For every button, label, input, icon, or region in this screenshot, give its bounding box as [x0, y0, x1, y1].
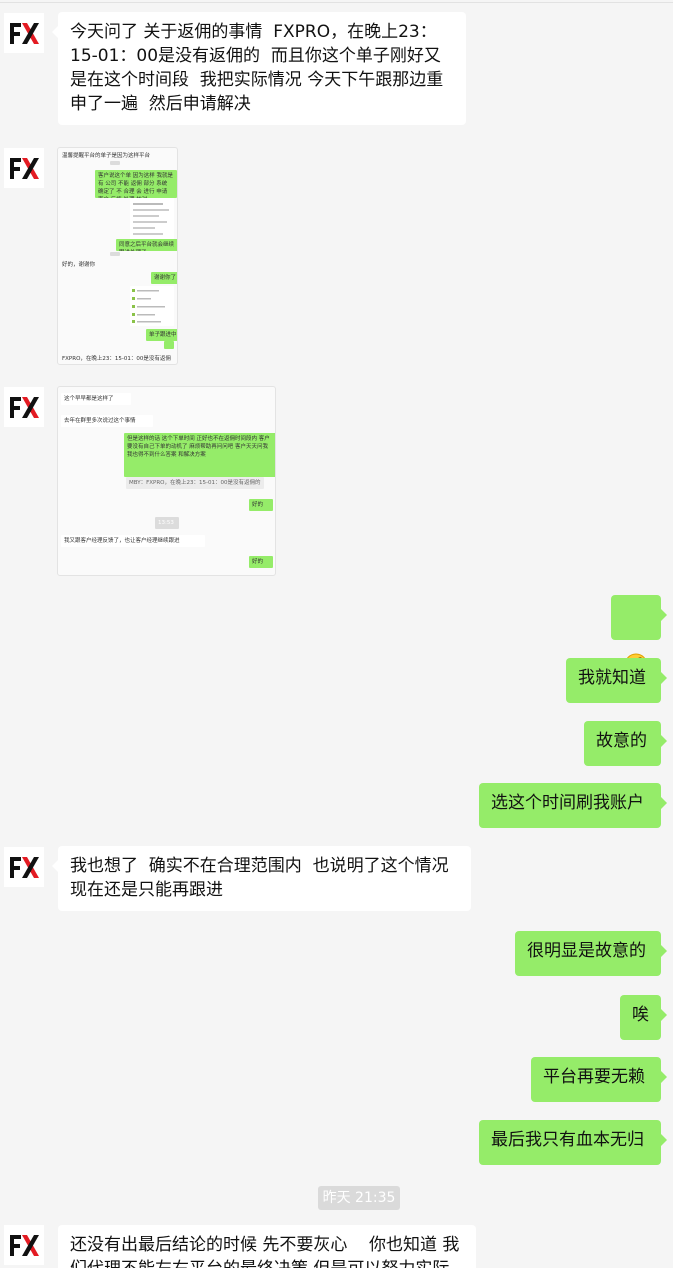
message-bubble-outgoing[interactable]: 故意的	[584, 721, 667, 766]
fxpro-logo-icon	[4, 847, 44, 887]
screenshot-bubble: 这个早早都是这样了	[61, 393, 131, 405]
chat-timestamp: 昨天 21:35	[318, 1186, 400, 1210]
fxpro-logo-icon	[4, 387, 44, 427]
message-bubble-outgoing[interactable]: 最后我只有血本无归	[479, 1120, 667, 1165]
screenshot-bubble: 但是这样的话 这个下单时间 正好也不在返佣时间段内 客户要没有自己下单的动机了 …	[124, 433, 275, 477]
screenshot-text: FXPRO，在晚上23：15-01：00是没有返佣	[62, 356, 171, 362]
fxpro-logo-icon	[4, 148, 44, 188]
fxpro-avatar[interactable]	[4, 148, 44, 188]
screenshot-bubble: 去年在群里多次说过这个事情	[61, 415, 153, 427]
message-bubble-incoming[interactable]: 今天问了 关于返佣的事情 FXPRO，在晚上23： 15-01：00是没有返佣的…	[52, 12, 466, 125]
message-bubble-outgoing[interactable]: 选这个时间刷我账户	[479, 783, 667, 828]
screenshot-text: 温馨提醒平台的单子是因为这样平台	[62, 153, 151, 159]
message-bubble-incoming[interactable]: 还没有出最后结论的时候 先不要灰心 你也知道 我 们代理不能左右平台的最终决策 …	[58, 1225, 476, 1268]
message-bubble-outgoing-emoji[interactable]	[611, 595, 667, 677]
screenshot-document-preview	[130, 198, 174, 244]
chat-screenshot-image[interactable]: 这个早早都是这样了 去年在群里多次说过这个事情 但是这样的话 这个下单时间 正好…	[57, 386, 276, 576]
screenshot-emoji	[164, 341, 174, 349]
fxpro-logo-icon	[4, 13, 44, 53]
screenshot-bubble: 同意之后平台就会继续跟进处理了	[116, 239, 177, 251]
message-bubble-incoming[interactable]: 我也想了 确实不在合理范围内 也说明了这个情况 现在还是只能再跟进	[52, 846, 471, 911]
message-bubble-outgoing[interactable]: 唉	[620, 995, 667, 1040]
screenshot-bubble: 谢谢你了	[151, 272, 177, 284]
screenshot-bubble: 我又跟客户经理反馈了，也让客户经理继续跟进	[61, 535, 205, 547]
message-bubble-outgoing[interactable]: 很明显是故意的	[515, 931, 667, 976]
message-bubble-outgoing[interactable]: 平台再要无赖	[531, 1057, 667, 1102]
screenshot-time: 13:53	[155, 517, 179, 529]
screenshot-text: 好的，谢谢你	[62, 262, 96, 268]
screenshot-time	[110, 252, 120, 256]
screenshot-bubble: 客户说这个单 因为这样 我就是有 公司 不能 返佣 部分 系统 确定了 不 合理…	[95, 170, 177, 198]
screenshot-bubble: 好的	[249, 499, 273, 511]
fxpro-avatar[interactable]	[4, 847, 44, 887]
fxpro-logo-icon	[4, 1225, 44, 1265]
top-divider	[0, 2, 673, 3]
message-bubble-outgoing[interactable]: 我就知道	[566, 658, 667, 703]
screenshot-bubble: 好的	[249, 556, 273, 568]
screenshot-time	[110, 161, 120, 165]
fxpro-avatar[interactable]	[4, 13, 44, 53]
fxpro-avatar[interactable]	[4, 1225, 44, 1265]
fxpro-avatar[interactable]	[4, 387, 44, 427]
chat-screenshot-image[interactable]: 温馨提醒平台的单子是因为这样平台 客户说这个单 因为这样 我就是有 公司 不能 …	[57, 147, 178, 365]
screenshot-bubble: 单子跟进中	[146, 329, 177, 341]
screenshot-quote: MBY：FXPRO，在晚上23：15-01：00是没有返佣的	[126, 477, 264, 489]
screenshot-list-preview	[130, 286, 174, 326]
